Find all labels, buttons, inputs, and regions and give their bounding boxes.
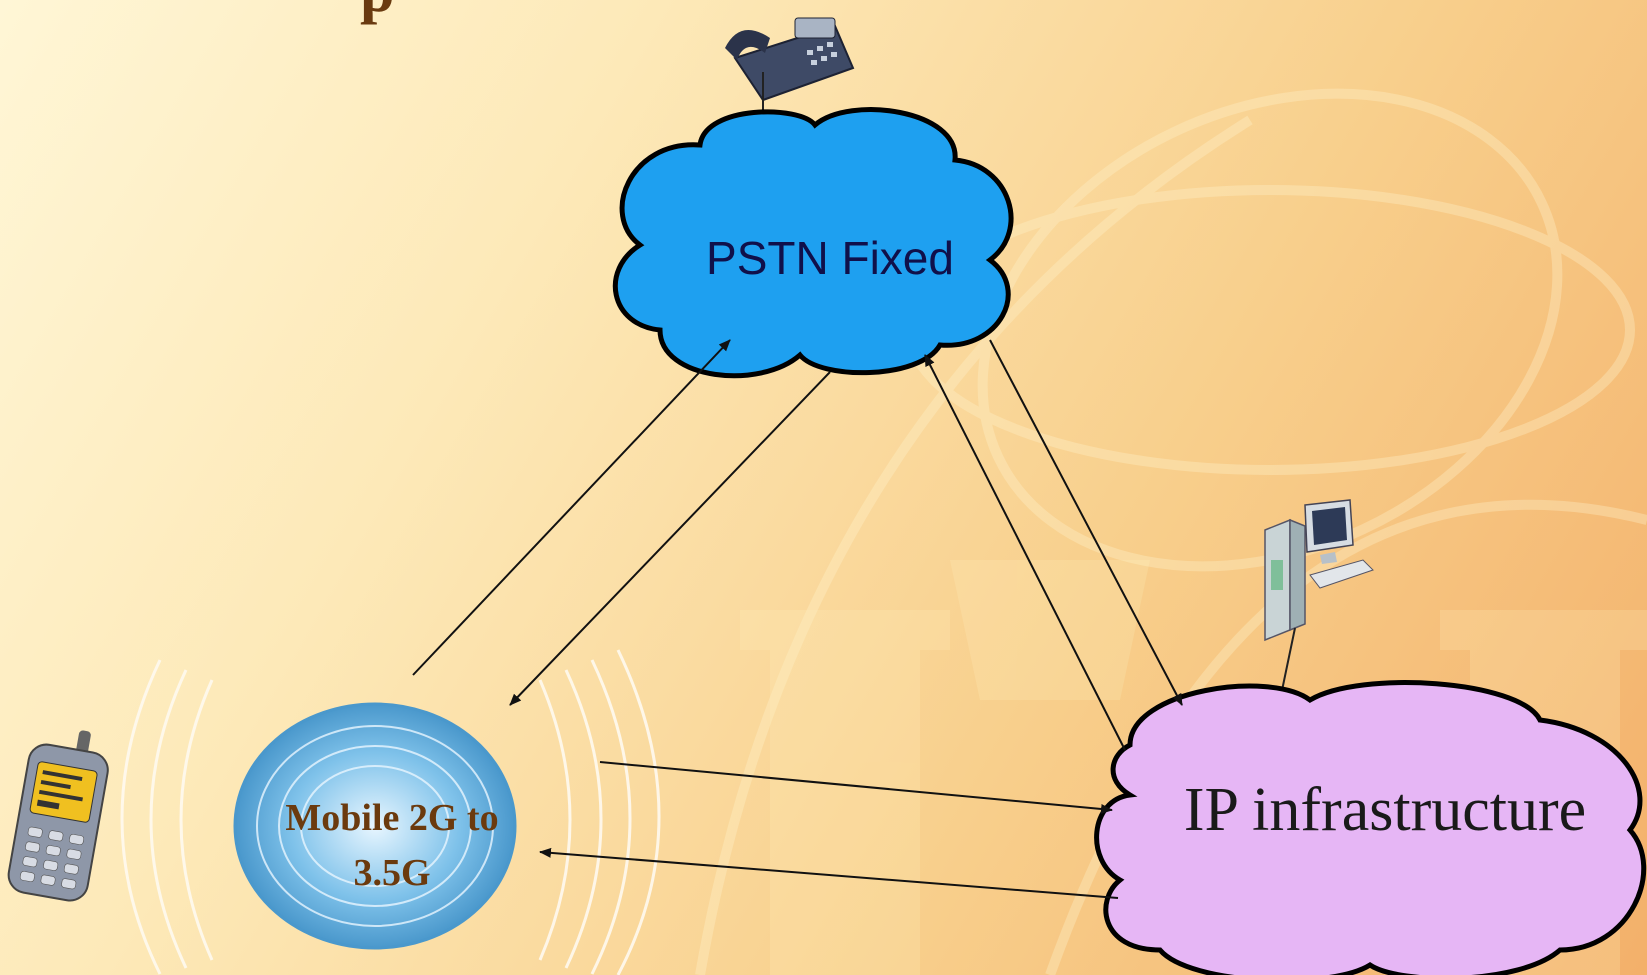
ip-infrastructure-label: IP infrastructure: [1184, 776, 1586, 844]
arrow-ip-to-pstn: [924, 354, 1126, 751]
mobile-label-line1: Mobile 2G to: [285, 797, 498, 839]
slide-title-fragment: p: [360, 0, 394, 27]
mobile-signal-waves: [120, 649, 661, 975]
arrows: [412, 339, 1183, 899]
arrow-mobile-to-ip: [599, 761, 1113, 814]
mobile-phone-icon: [7, 730, 109, 902]
arrow-pstn-to-ip: [989, 339, 1183, 706]
mobile-network-node: Mobile 2G to 3.5G: [233, 702, 517, 950]
mobile-label-line2: 3.5G: [353, 852, 430, 894]
arrow-mobile-to-pstn: [412, 339, 731, 676]
pstn-fixed-cloud: PSTN Fixed: [612, 107, 1014, 379]
desk-phone-icon: [725, 17, 855, 123]
ip-infrastructure-cloud: IP infrastructure: [1094, 680, 1647, 975]
pstn-fixed-label: PSTN Fixed: [706, 232, 954, 284]
arrow-ip-to-mobile: [539, 847, 1119, 899]
arrow-pstn-to-mobile: [509, 371, 831, 706]
desktop-computer-icon: [1264, 499, 1374, 642]
